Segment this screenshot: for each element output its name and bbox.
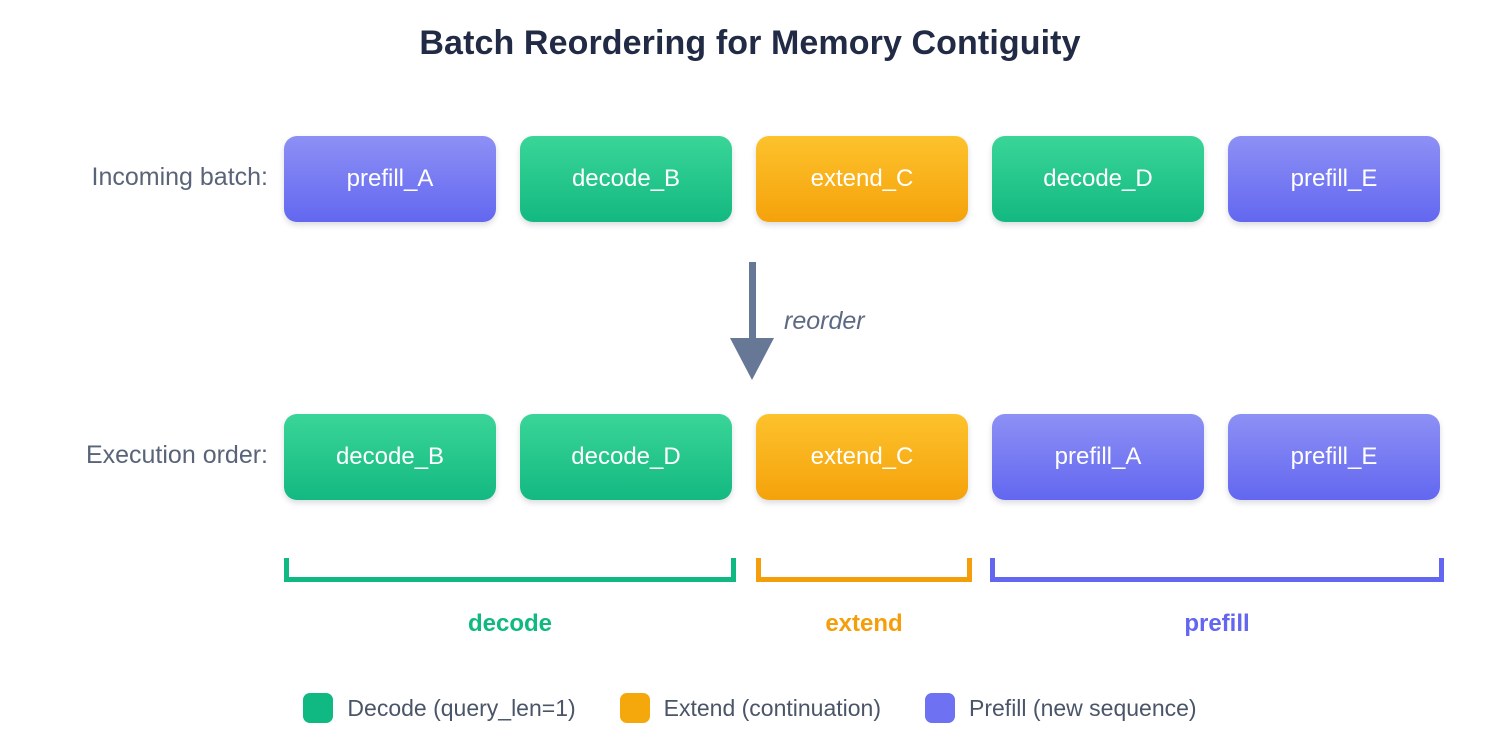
arrow-shaft	[749, 262, 756, 342]
legend: Decode (query_len=1) Extend (continuatio…	[0, 693, 1500, 723]
reorder-label: reorder	[784, 307, 865, 335]
batch-box-decode-b[interactable]: decode_B	[520, 136, 732, 222]
batch-box-decode-d[interactable]: decode_D	[992, 136, 1204, 222]
bracket-extend-bar	[756, 577, 972, 582]
batch-box-extend-c[interactable]: extend_C	[756, 136, 968, 222]
bracket-decode-bar	[284, 577, 736, 582]
legend-item-decode: Decode (query_len=1)	[303, 693, 576, 723]
bracket-extend	[756, 558, 972, 582]
legend-item-prefill: Prefill (new sequence)	[925, 693, 1197, 723]
arrow-head-icon	[730, 338, 774, 380]
incoming-batch-row: prefill_A decode_B extend_C decode_D pre…	[284, 136, 1440, 222]
bracket-extend-tick-right	[967, 558, 972, 582]
exec-box-extend-c[interactable]: extend_C	[756, 414, 968, 500]
bracket-prefill-tick-left	[990, 558, 995, 582]
bracket-prefill-bar	[990, 577, 1444, 582]
bracket-decode	[284, 558, 736, 582]
bracket-prefill-tick-right	[1439, 558, 1444, 582]
legend-swatch-prefill-icon	[925, 693, 956, 723]
incoming-batch-label: Incoming batch:	[91, 163, 269, 191]
page-title: Batch Reordering for Memory Contiguity	[419, 24, 1081, 62]
exec-box-decode-d[interactable]: decode_D	[520, 414, 732, 500]
legend-swatch-decode-icon	[303, 693, 334, 723]
legend-label-prefill: Prefill (new sequence)	[969, 694, 1197, 721]
bracket-decode-tick-left	[284, 558, 289, 582]
legend-item-extend: Extend (continuation)	[619, 693, 882, 723]
exec-box-prefill-e[interactable]: prefill_E	[1228, 414, 1440, 500]
bracket-extend-tick-left	[756, 558, 761, 582]
legend-label-extend: Extend (continuation)	[663, 694, 882, 721]
batch-box-prefill-e[interactable]: prefill_E	[1228, 136, 1440, 222]
exec-box-prefill-a[interactable]: prefill_A	[992, 414, 1204, 500]
execution-order-label: Execution order:	[85, 441, 268, 469]
exec-box-decode-b[interactable]: decode_B	[284, 414, 496, 500]
bracket-prefill	[990, 558, 1444, 582]
group-label-extend: extend	[825, 610, 903, 637]
bracket-decode-tick-right	[731, 558, 736, 582]
legend-label-decode: Decode (query_len=1)	[347, 694, 576, 721]
group-label-prefill: prefill	[1184, 610, 1250, 637]
legend-swatch-extend-icon	[619, 693, 650, 723]
group-label-decode: decode	[467, 610, 553, 637]
execution-order-row: decode_B decode_D extend_C prefill_A pre…	[284, 414, 1440, 500]
batch-box-prefill-a[interactable]: prefill_A	[284, 136, 496, 222]
